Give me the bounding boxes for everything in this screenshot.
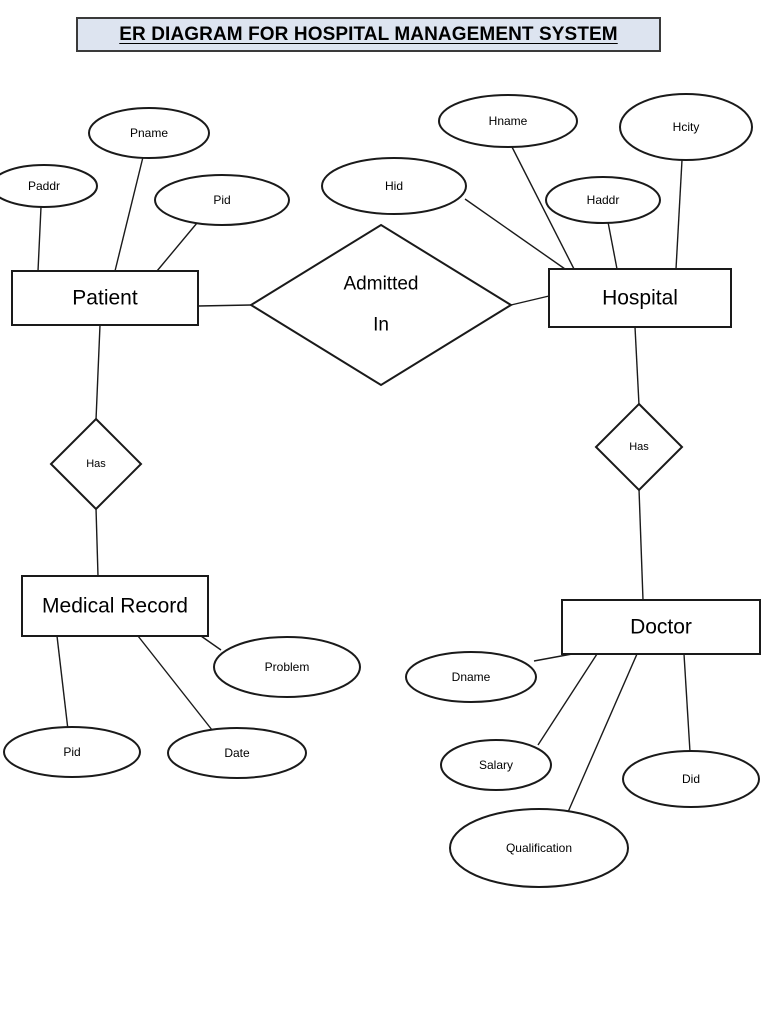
entity-rect-shape bbox=[561, 599, 761, 655]
entity-doctor[interactable]: Doctor bbox=[561, 599, 761, 655]
connector-lines-group bbox=[37, 146, 691, 813]
attribute-label: Date bbox=[224, 746, 250, 760]
connector-qualification-to-doctor bbox=[567, 653, 638, 813]
attribute-ellipse-shape bbox=[545, 176, 661, 224]
entity-label: Hospital bbox=[602, 287, 678, 310]
attribute-problem[interactable]: Problem bbox=[213, 636, 361, 698]
attribute-ellipse-shape bbox=[3, 726, 141, 778]
attribute-label: Dname bbox=[452, 670, 491, 684]
attribute-dname[interactable]: Dname bbox=[405, 651, 537, 703]
attribute-ellipse-shape bbox=[438, 94, 578, 148]
attribute-hcity[interactable]: Hcity bbox=[619, 93, 753, 161]
attribute-pname[interactable]: Pname bbox=[88, 107, 210, 159]
attribute-label: Salary bbox=[479, 758, 513, 772]
attribute-ellipse-shape bbox=[0, 164, 98, 208]
connector-pid-to-patient bbox=[156, 222, 198, 272]
attribute-pid-patient[interactable]: Pid bbox=[154, 174, 290, 226]
attribute-label: Problem bbox=[265, 660, 310, 674]
connector-salary-to-doctor bbox=[537, 653, 598, 746]
attribute-did[interactable]: Did bbox=[622, 750, 760, 808]
attribute-ellipse-shape bbox=[405, 651, 537, 703]
attribute-label: Pid bbox=[213, 193, 230, 207]
relationship-patient-has-record[interactable]: Has bbox=[49, 417, 143, 511]
entity-medical-record[interactable]: Medical Record bbox=[21, 575, 209, 637]
connector-haddr-to-hospital bbox=[607, 221, 618, 270]
entity-hospital[interactable]: Hospital bbox=[548, 268, 732, 328]
connector-hid-to-hospital bbox=[464, 198, 566, 270]
entity-label: Medical Record bbox=[42, 595, 188, 618]
attribute-label: Paddr bbox=[28, 179, 60, 193]
attribute-label: Hname bbox=[489, 114, 528, 128]
attribute-label: Hcity bbox=[673, 120, 700, 134]
connector-hname-to-hospital bbox=[511, 146, 575, 270]
attribute-salary[interactable]: Salary bbox=[440, 739, 552, 791]
connector-admitted-to-hospital bbox=[510, 295, 550, 306]
connector-hospital-to-has2 bbox=[634, 326, 640, 406]
connector-has1-to-record bbox=[95, 507, 99, 577]
attribute-ellipse-shape bbox=[619, 93, 753, 161]
entity-rect-shape bbox=[11, 270, 199, 326]
relationship-label: Has bbox=[629, 441, 649, 453]
attribute-ellipse-shape bbox=[321, 157, 467, 215]
relationship-diamond-shape bbox=[49, 417, 143, 511]
attribute-paddr[interactable]: Paddr bbox=[0, 164, 98, 208]
connector-pname-to-patient bbox=[114, 156, 144, 272]
entity-patient[interactable]: Patient bbox=[11, 270, 199, 326]
connector-hcity-to-hospital bbox=[675, 159, 683, 270]
connector-paddr-to-patient bbox=[37, 206, 42, 272]
attribute-date[interactable]: Date bbox=[167, 727, 307, 779]
attribute-label: Qualification bbox=[506, 841, 572, 855]
attribute-ellipse-shape bbox=[213, 636, 361, 698]
attribute-ellipse-shape bbox=[167, 727, 307, 779]
connector-date-to-record bbox=[137, 635, 217, 736]
relationship-label: Admitted bbox=[344, 274, 419, 295]
attribute-ellipse-shape bbox=[88, 107, 210, 159]
entity-label: Patient bbox=[72, 287, 138, 310]
attribute-ellipse-shape bbox=[440, 739, 552, 791]
attribute-hname[interactable]: Hname bbox=[438, 94, 578, 148]
relationship-diamond-shape bbox=[594, 402, 684, 492]
relationship-diamond-shape bbox=[249, 223, 513, 387]
entity-rect-shape bbox=[548, 268, 732, 328]
attribute-label: Hid bbox=[385, 179, 403, 193]
attribute-haddr[interactable]: Haddr bbox=[545, 176, 661, 224]
relationship-label: Has bbox=[86, 458, 106, 470]
page-title: ER DIAGRAM FOR HOSPITAL MANAGEMENT SYSTE… bbox=[119, 23, 618, 45]
attribute-label: Pid bbox=[63, 745, 80, 759]
attribute-label: Pname bbox=[130, 126, 168, 140]
relationship-label: In bbox=[373, 315, 389, 336]
connector-did-to-doctor bbox=[683, 653, 691, 753]
attribute-qualification[interactable]: Qualification bbox=[449, 808, 629, 888]
attribute-pid-record[interactable]: Pid bbox=[3, 726, 141, 778]
connector-has2-to-doctor bbox=[638, 488, 644, 601]
attribute-label: Haddr bbox=[587, 193, 620, 207]
attribute-ellipse-shape bbox=[154, 174, 290, 226]
attribute-hid[interactable]: Hid bbox=[321, 157, 467, 215]
diagram-title-banner: ER DIAGRAM FOR HOSPITAL MANAGEMENT SYSTE… bbox=[76, 17, 661, 52]
connector-patient-to-admitted bbox=[197, 304, 252, 307]
connector-patient-to-has1 bbox=[95, 324, 101, 421]
connector-dname-to-doctor bbox=[533, 653, 573, 662]
connector-pid2-to-record bbox=[56, 635, 69, 731]
attribute-ellipse-shape bbox=[449, 808, 629, 888]
attribute-ellipse-shape bbox=[622, 750, 760, 808]
entity-rect-shape bbox=[21, 575, 209, 637]
connector-problem-to-record bbox=[200, 635, 222, 651]
attribute-label: Did bbox=[682, 772, 700, 786]
relationship-hospital-has-doctor[interactable]: Has bbox=[594, 402, 684, 492]
entity-label: Doctor bbox=[630, 616, 692, 639]
